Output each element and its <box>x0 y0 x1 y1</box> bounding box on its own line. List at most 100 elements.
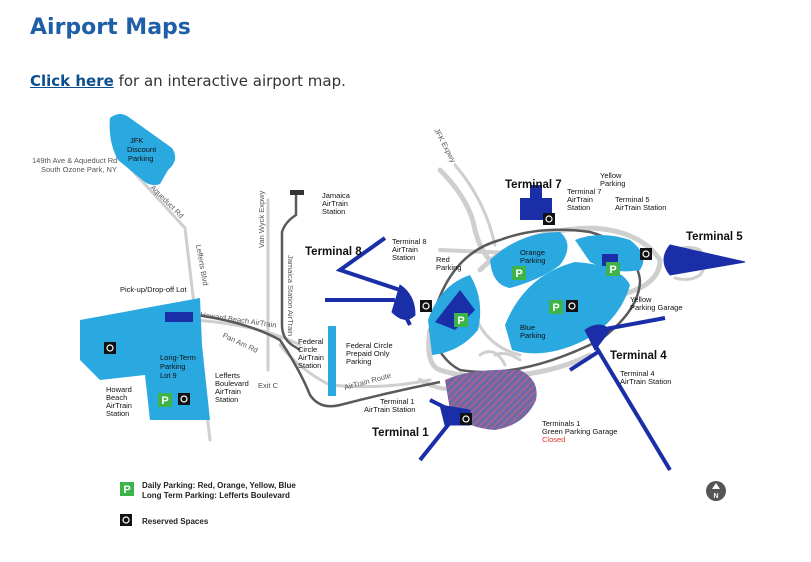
yellow-garage-2: Parking Garage <box>630 303 683 312</box>
terminal-8-label: Terminal 8 <box>305 246 362 258</box>
terminal-5-building <box>663 244 746 276</box>
green-garage-1: Terminals 1 <box>542 419 580 428</box>
federal-prepaid-1: Federal Circle <box>346 341 393 350</box>
legend-reserved: Reserved Spaces <box>142 517 209 526</box>
van-wyck-label: Van Wyck Expwy <box>257 190 266 248</box>
federal-station-3: AirTrain <box>298 353 324 362</box>
accessible-icon <box>420 300 432 312</box>
yellow-parking-lot <box>575 235 644 272</box>
parking-icon: P <box>606 262 620 276</box>
svg-text:P: P <box>552 302 559 314</box>
svg-text:P: P <box>123 484 130 496</box>
pickup-lot-marker <box>165 312 193 322</box>
jamaica-label-2: AirTrain <box>322 199 348 208</box>
howard-beach-station-1: Howard <box>106 385 132 394</box>
jamaica-airtrain-label: Jamaica Station AirTrain <box>286 255 295 336</box>
north-arrow-icon: N <box>706 481 726 501</box>
t1-station-1: Terminal 1 <box>380 397 415 406</box>
federal-station-1: Federal <box>298 337 324 346</box>
pickup-lot-label: Pick-up/Drop-off Lot <box>120 285 187 294</box>
parking-icon: P <box>158 393 172 407</box>
terminal-1-label: Terminal 1 <box>372 427 429 439</box>
exit-c-label: Exit C <box>258 381 279 390</box>
parking-icon: P <box>512 266 526 280</box>
aqueduct-rd-label: Aqueduct Rd <box>149 183 186 220</box>
terminal-5-label: Terminal 5 <box>686 231 743 243</box>
svg-text:P: P <box>161 395 168 407</box>
intro-text: Click here for an interactive airport ma… <box>30 72 346 90</box>
jamaica-label-3: Station <box>322 207 345 216</box>
lefferts-station-1: Lefferts <box>215 371 240 380</box>
t1-station-2: AirTrain Station <box>364 405 415 414</box>
green-garage-2: Green Parking Garage <box>542 427 617 436</box>
address-line-2: South Ozone Park, NY <box>41 165 117 174</box>
jfk-discount-parking-lot <box>109 114 176 186</box>
jamaica-label-1: Jamaica <box>322 191 351 200</box>
howard-beach-station-4: Station <box>106 409 129 418</box>
long-term-label-1: Long-Term <box>160 353 196 362</box>
long-term-label-3: Lot 9 <box>160 371 177 380</box>
jfk-discount-label-2: Discount <box>127 145 157 154</box>
t7-station-2: AirTrain <box>567 195 593 204</box>
lefferts-blvd-label: Lefferts Blvd <box>194 244 210 286</box>
terminal-8-building <box>325 236 416 326</box>
address-line-1: 149th Ave & Aqueduct Rd <box>32 156 117 165</box>
federal-station-2: Circle <box>298 345 317 354</box>
terminal-4-label: Terminal 4 <box>610 350 667 362</box>
lefferts-station-2: Boulevard <box>215 379 249 388</box>
t5-station-1: Terminal 5 <box>615 195 650 204</box>
terminal-4-building <box>568 316 672 472</box>
svg-text:P: P <box>609 264 616 276</box>
jfk-discount-label-3: Parking <box>128 154 153 163</box>
t5-station-2: AirTrain Station <box>615 203 666 212</box>
terminal-7-label: Terminal 7 <box>505 179 562 191</box>
airtrain-lines <box>169 193 642 408</box>
lefferts-station-3: AirTrain <box>215 387 241 396</box>
accessible-icon <box>104 342 116 354</box>
federal-prepaid-2: Prepaid Only <box>346 349 390 358</box>
svg-text:N: N <box>713 493 718 500</box>
federal-station-4: Station <box>298 361 321 370</box>
parking-icon: P <box>549 300 563 314</box>
t4-station-2: AirTrain Station <box>620 377 671 386</box>
jamaica-station-marker <box>290 190 304 195</box>
accessible-icon <box>566 300 578 312</box>
howard-beach-station-2: Beach <box>106 393 127 402</box>
accessible-icon <box>640 248 652 260</box>
accessible-icon <box>543 213 555 225</box>
legend-daily: Daily Parking: Red, Orange, Yellow, Blue <box>142 481 296 490</box>
long-term-parking-lot <box>80 298 210 420</box>
legend-long-term: Long Term Parking: Lefferts Boulevard <box>142 491 290 500</box>
jfk-discount-label-1: JFK <box>130 136 143 145</box>
green-garage-closed: Closed <box>542 435 565 444</box>
red-parking-1: Red <box>436 255 450 264</box>
howard-beach-station-3: AirTrain <box>106 401 132 410</box>
orange-parking-lot <box>490 232 568 288</box>
airtrain-route-label: AirTrain Route <box>343 371 392 392</box>
jfk-expwy-label: JFK Expwy <box>432 127 458 165</box>
blue-parking-2: Parking <box>520 331 545 340</box>
interactive-map-link[interactable]: Click here <box>30 72 114 90</box>
yellow-parking-2: Parking <box>600 179 625 188</box>
t8-station-1: Terminal 8 <box>392 237 427 246</box>
t8-station-2: AirTrain <box>392 245 418 254</box>
federal-circle-parking-lot <box>328 326 336 396</box>
orange-parking-1: Orange <box>520 248 545 257</box>
svg-text:P: P <box>515 268 522 280</box>
parking-icon: P <box>120 482 134 496</box>
lefferts-station-4: Station <box>215 395 238 404</box>
yellow-garage-1: Yellow <box>630 295 652 304</box>
red-parking-2: Parking <box>436 263 461 272</box>
federal-prepaid-3: Parking <box>346 357 371 366</box>
orange-parking-2: Parking <box>520 256 545 265</box>
intro-rest: for an interactive airport map. <box>113 72 346 90</box>
parking-icon: P <box>454 313 468 327</box>
t8-station-3: Station <box>392 253 415 262</box>
t7-station-3: Station <box>567 203 590 212</box>
accessible-icon <box>460 413 472 425</box>
accessible-icon <box>120 514 132 526</box>
accessible-icon <box>178 393 190 405</box>
t7-station-1: Terminal 7 <box>567 187 602 196</box>
pan-am-rd-label: Pan Am Rd <box>221 331 259 355</box>
